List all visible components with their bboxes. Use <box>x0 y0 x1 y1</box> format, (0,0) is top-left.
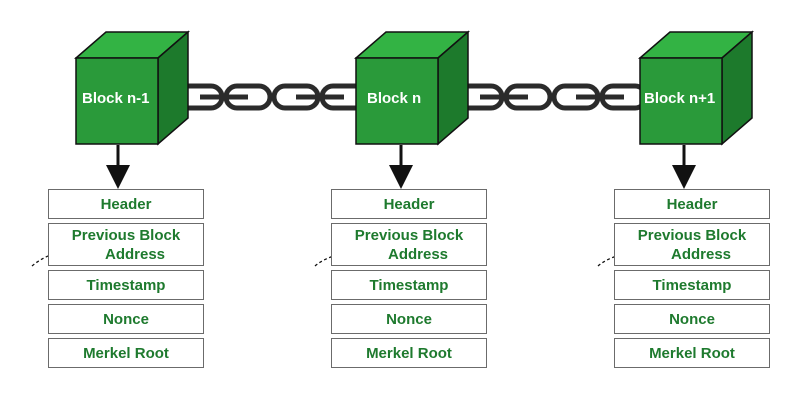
previous-block-address-field: Previous Block Address <box>614 223 770 266</box>
timestamp-label: Timestamp <box>86 276 166 294</box>
nonce-field: Nonce <box>614 304 770 334</box>
merkel-root-field: Merkel Root <box>331 338 487 368</box>
previous-block-label-line1: Previous Block <box>637 226 747 244</box>
header-label: Header <box>100 195 152 213</box>
block-cube-3: Block n+1 <box>637 30 755 146</box>
header-field: Header <box>331 189 487 219</box>
merkel-root-label: Merkel Root <box>83 344 169 362</box>
block-label: Block n <box>367 90 421 107</box>
nonce-label: Nonce <box>386 310 432 328</box>
nonce-label: Nonce <box>669 310 715 328</box>
merkel-root-label: Merkel Root <box>649 344 735 362</box>
previous-block-address-field: Previous Block Address <box>48 223 204 266</box>
nonce-field: Nonce <box>48 304 204 334</box>
chain-link-1 <box>175 83 369 111</box>
previous-block-label-line1: Previous Block <box>71 226 181 244</box>
previous-block-label-line2: Address <box>670 245 732 263</box>
previous-block-label-line2: Address <box>387 245 449 263</box>
merkel-root-field: Merkel Root <box>614 338 770 368</box>
previous-block-label-line2: Address <box>104 245 166 263</box>
nonce-label: Nonce <box>103 310 149 328</box>
block-cube-1: Block n-1 <box>73 30 191 146</box>
timestamp-field: Timestamp <box>331 270 487 300</box>
timestamp-label: Timestamp <box>652 276 732 294</box>
block-cube-2: Block n <box>353 30 471 146</box>
header-label: Header <box>666 195 718 213</box>
merkel-root-field: Merkel Root <box>48 338 204 368</box>
block-label: Block n+1 <box>644 90 715 107</box>
timestamp-field: Timestamp <box>614 270 770 300</box>
header-field: Header <box>614 189 770 219</box>
header-field: Header <box>48 189 204 219</box>
chain-link-2 <box>455 83 649 111</box>
header-label: Header <box>383 195 435 213</box>
previous-block-address-field: Previous Block Address <box>331 223 487 266</box>
previous-block-label-line1: Previous Block <box>354 226 464 244</box>
merkel-root-label: Merkel Root <box>366 344 452 362</box>
block-label: Block n-1 <box>82 90 150 107</box>
timestamp-field: Timestamp <box>48 270 204 300</box>
nonce-field: Nonce <box>331 304 487 334</box>
timestamp-label: Timestamp <box>369 276 449 294</box>
